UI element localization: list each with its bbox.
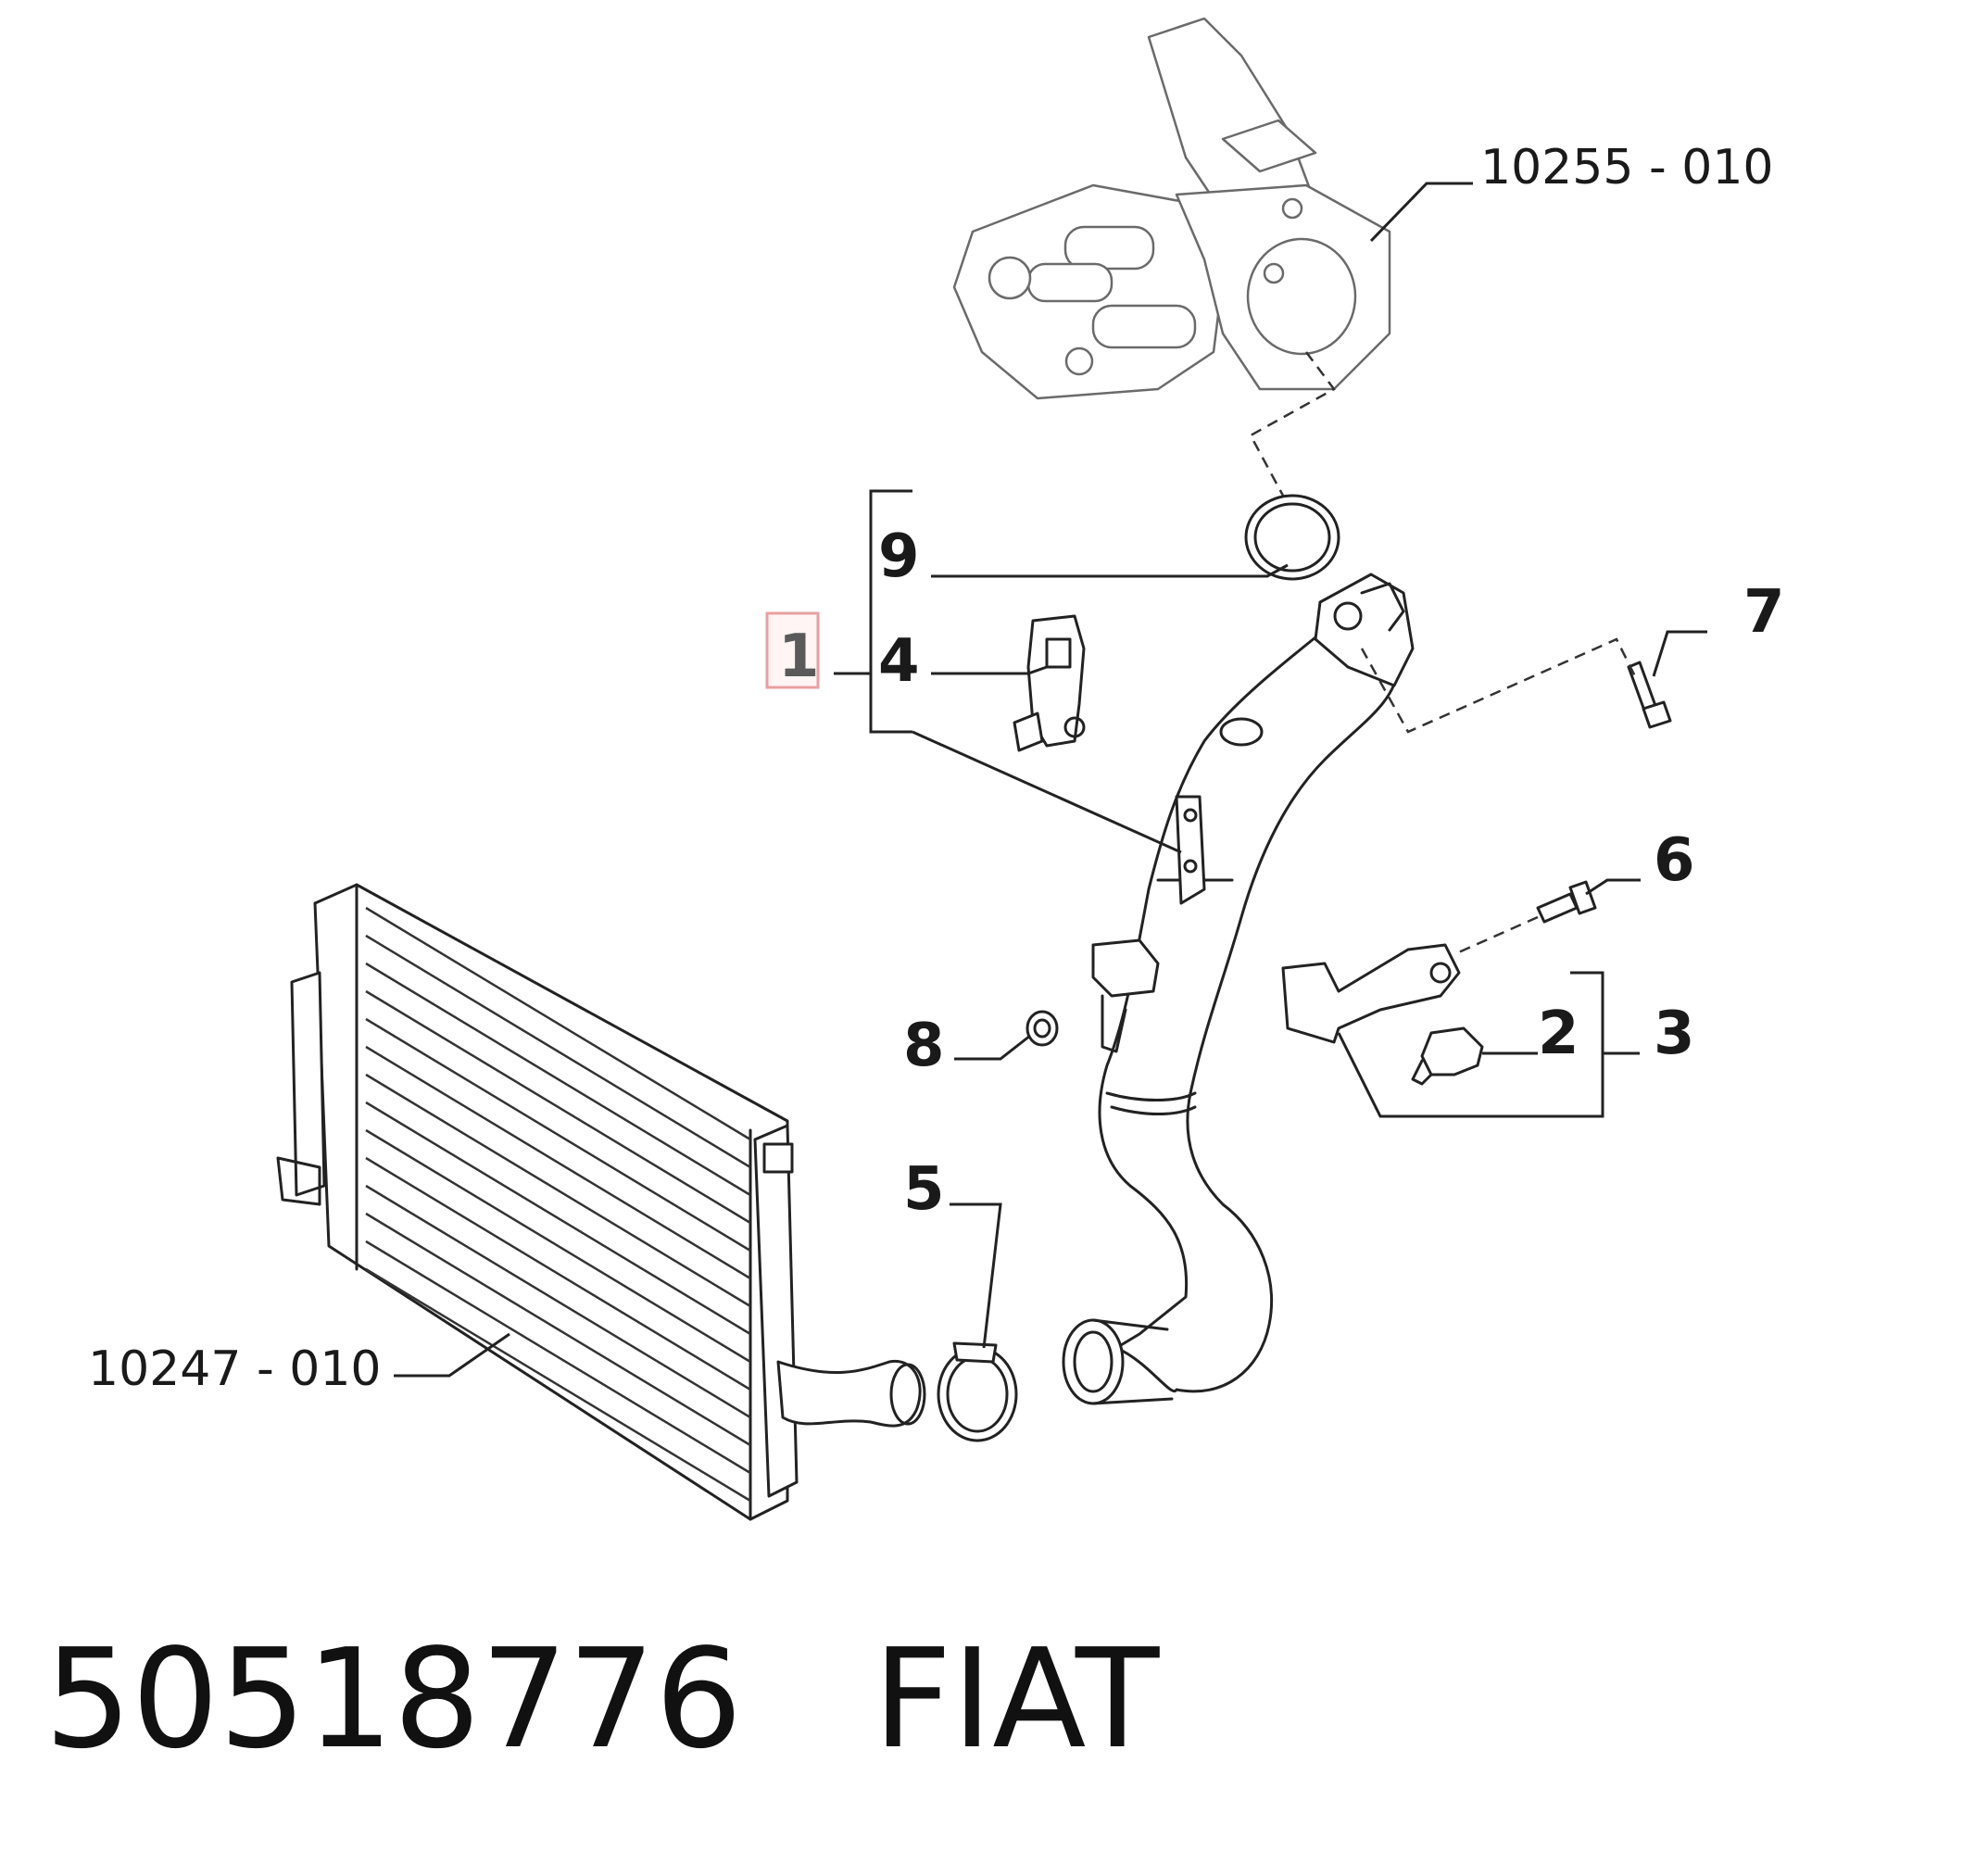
callout-1-highlight (765, 611, 820, 689)
callout-4: 4 (878, 627, 920, 696)
callout-9: 9 (878, 522, 920, 591)
ref-engine-group: 10255 - 010 (1480, 140, 1774, 195)
intake-duct (1062, 573, 1415, 1405)
callout-7: 7 (1743, 578, 1785, 647)
callout-2: 2 (1538, 1000, 1579, 1068)
bolt-7 (1627, 661, 1672, 729)
nut-8 (1025, 1010, 1059, 1047)
part-number-caption: 50518776 FIAT (44, 1619, 1160, 1779)
callout-1: 1 (778, 623, 820, 691)
callout-3: 3 (1654, 1000, 1695, 1068)
callout-8: 8 (903, 1012, 945, 1080)
callout-5: 5 (903, 1155, 945, 1224)
ref-intercooler-group: 10247 - 010 (88, 1341, 382, 1397)
dashed-guide-bolt6 (1453, 915, 1539, 956)
bracket-group-3 (1337, 971, 1604, 1118)
pressure-sensor (1013, 614, 1086, 752)
hose-clamp-5 (937, 1341, 1018, 1442)
callout-6: 6 (1654, 826, 1695, 895)
dashed-guide-bolt7 (1360, 637, 1637, 734)
intercooler-fins (365, 906, 751, 1503)
bolt-6 (1536, 880, 1597, 924)
intercooler (276, 883, 926, 1521)
dashed-guide-engine (1249, 351, 1336, 497)
o-ring-seal (1244, 494, 1340, 581)
hose-clip-2 (1411, 1026, 1484, 1086)
bracket-group-1 (869, 489, 912, 734)
leader-lines (394, 182, 1707, 1378)
support-bracket (1281, 943, 1461, 1044)
engine-throttle-body (952, 17, 1391, 400)
